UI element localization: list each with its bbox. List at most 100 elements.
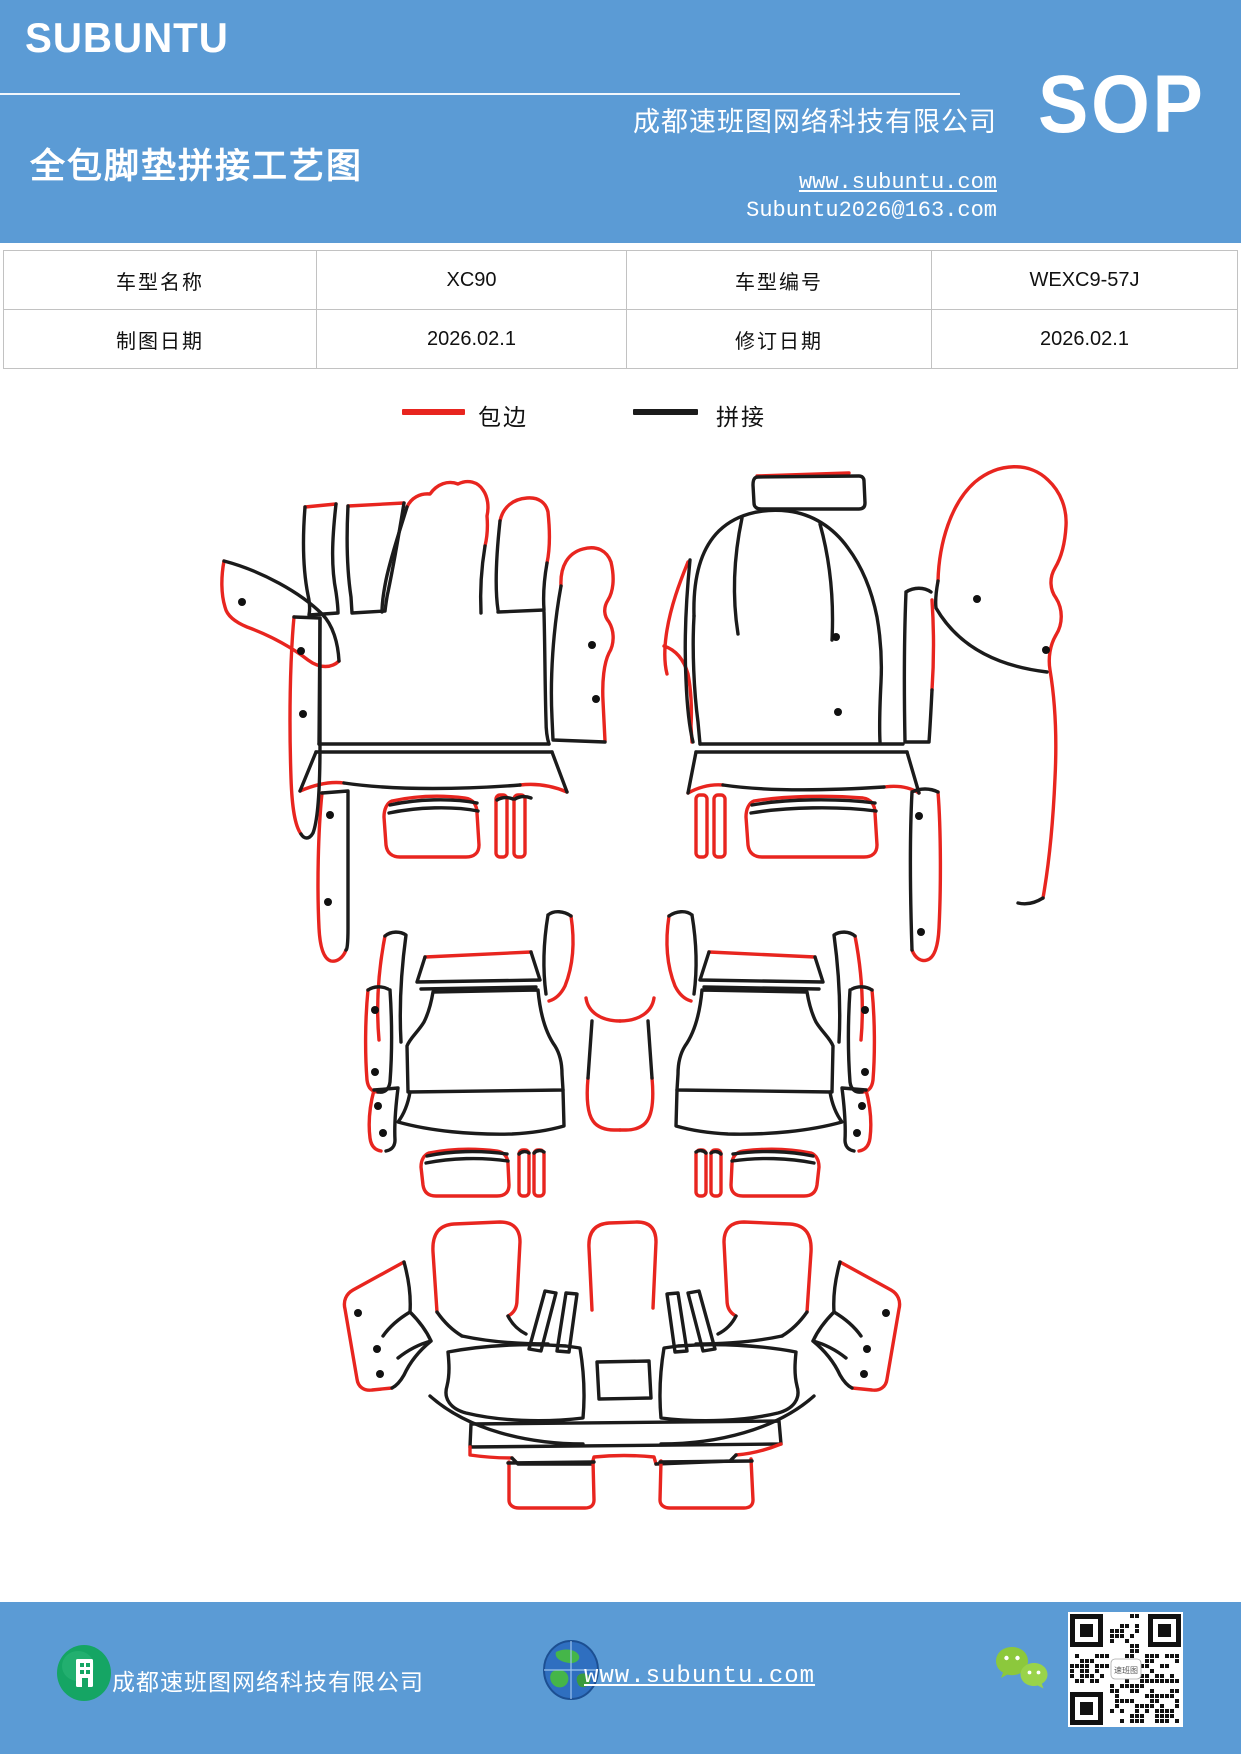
- seam-path: [549, 584, 607, 744]
- seam-path: [222, 559, 341, 663]
- edge-binding-path: [936, 465, 1068, 900]
- edge-binding-path: [658, 1457, 755, 1510]
- seam-path: [902, 586, 934, 744]
- alignment-dot: [354, 1309, 362, 1317]
- alignment-dot: [379, 1129, 387, 1137]
- seam-path: [301, 502, 340, 617]
- header-email-link[interactable]: Subuntu2026@163.com: [746, 198, 997, 223]
- alignment-dot: [832, 633, 840, 641]
- alignment-dot: [374, 1102, 382, 1110]
- seam-path: [586, 1019, 594, 1080]
- seam-path: [298, 750, 569, 794]
- vehicle-info-table: 车型名称 XC90 车型编号 WEXC9-57J 制图日期 2026.02.1 …: [3, 250, 1238, 369]
- seam-path: [380, 505, 409, 614]
- alignment-dot: [915, 812, 923, 820]
- seam-paths: [222, 474, 1049, 952]
- edge-binding-path: [346, 501, 406, 508]
- edge-binding-path: [585, 1076, 622, 1132]
- edge-binding-path: [663, 560, 690, 676]
- alignment-dot: [297, 647, 305, 655]
- seam-path: [542, 610, 551, 746]
- seam-path: [555, 1291, 579, 1354]
- alignment-dot: [1042, 646, 1050, 654]
- header-website-link[interactable]: www.subuntu.com: [798, 170, 997, 195]
- alignment-dot: [592, 695, 600, 703]
- alignment-dots: [238, 595, 1050, 936]
- seam-path: [366, 985, 394, 1094]
- svg-text:速班图: 速班图: [1114, 1665, 1138, 1675]
- seam-path: [542, 910, 573, 996]
- alignment-dot: [588, 641, 596, 649]
- seam-path: [435, 1310, 528, 1338]
- revise-date-value: 2026.02.1: [931, 309, 1238, 369]
- edge-binding-path: [712, 793, 727, 859]
- edge-binding-path: [316, 791, 348, 963]
- brand-logo-text: SUBUNTU: [25, 14, 229, 61]
- alignment-dot: [371, 1006, 379, 1014]
- seam-path: [1016, 896, 1045, 906]
- edge-binding-path: [512, 793, 527, 859]
- seam-path: [908, 787, 940, 952]
- seam-path: [686, 750, 921, 795]
- seam-path: [732, 516, 744, 636]
- seam-path: [314, 742, 554, 754]
- third-row-left-half: [342, 1220, 586, 1446]
- page-title: 全包脚垫拼接工艺图: [30, 147, 364, 186]
- seam-path: [751, 474, 867, 511]
- alignment-dot: [973, 595, 981, 603]
- edge-binding-path: [382, 794, 481, 859]
- header-banner: SUBUNTU 全包脚垫拼接工艺图 成都速班图网络科技有限公司 www.subu…: [0, 0, 1241, 243]
- seam-path: [721, 783, 886, 792]
- edge-binding-path: [405, 479, 490, 548]
- seam-label: 拼接: [716, 405, 766, 430]
- second-row-left-half: [363, 910, 622, 1198]
- edge-binding-path: [587, 1220, 658, 1312]
- alignment-dot: [299, 710, 307, 718]
- alignment-dot: [324, 898, 332, 906]
- model-code-label: 车型编号: [626, 250, 932, 310]
- draw-date-label: 制图日期: [3, 309, 317, 369]
- edge-binding-path: [694, 793, 709, 859]
- seam-path: [527, 1289, 558, 1353]
- seam-path: [692, 508, 884, 744]
- building-icon: [57, 1645, 111, 1701]
- seam-path: [405, 988, 565, 1094]
- third-row-center: [468, 1220, 783, 1510]
- seam-path: [517, 1148, 546, 1156]
- edge-binding-path: [532, 1148, 546, 1198]
- alignment-dot: [834, 708, 842, 716]
- alignment-dot: [373, 1345, 381, 1353]
- header-company-name: 成都速班图网络科技有限公司: [633, 107, 997, 137]
- edge-binding-path: [298, 780, 569, 794]
- seam-path: [478, 544, 487, 615]
- seam-path: [749, 798, 878, 815]
- edge-binding-path: [507, 1459, 596, 1510]
- revise-date-label: 修订日期: [626, 309, 932, 369]
- seam-path: [381, 1310, 433, 1360]
- edge-binding-path: [498, 496, 552, 565]
- seam-path: [390, 1260, 433, 1390]
- sop-badge: SOP: [1038, 59, 1206, 150]
- seam-path: [444, 1342, 586, 1423]
- edge-binding-paths: [220, 465, 1068, 963]
- seam-path: [694, 742, 909, 754]
- seam-path: [424, 1149, 510, 1165]
- edge-binding-path: [547, 914, 575, 1003]
- edge-binding-path: [686, 783, 921, 795]
- edge-binding-path: [419, 1147, 511, 1198]
- seam-path: [342, 781, 522, 791]
- seam-path: [387, 798, 480, 815]
- header-divider-line: [0, 93, 960, 95]
- edge-binding-path: [342, 1260, 406, 1392]
- seam-path: [683, 558, 695, 744]
- seam-path: [933, 579, 1049, 674]
- footer-website-link[interactable]: www.subuntu.com: [584, 1663, 816, 1690]
- edge-binding-path: [494, 793, 509, 859]
- seam-path: [506, 1460, 596, 1465]
- model-code-value: WEXC9-57J: [931, 250, 1238, 310]
- seam-path: [317, 616, 322, 746]
- edge-binding-path: [468, 1442, 783, 1466]
- seam-path: [691, 614, 702, 746]
